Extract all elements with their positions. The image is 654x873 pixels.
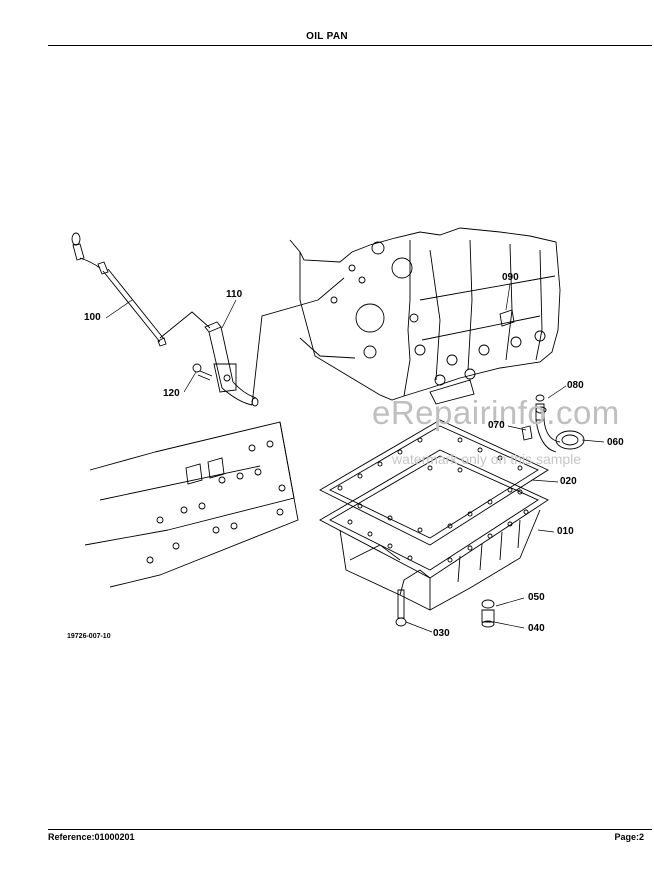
engine-block-part — [289, 227, 561, 405]
callout-080: 080 — [567, 380, 584, 391]
callout-030: 030 — [433, 628, 450, 639]
callout-090: 090 — [502, 272, 519, 283]
oil-strainer-part — [521, 394, 585, 453]
dipstick-guide-part — [204, 321, 259, 407]
drain-plug-part — [481, 599, 495, 628]
footer-rule — [48, 829, 652, 830]
callout-010: 010 — [557, 526, 574, 537]
footer-page-number: Page:2 — [614, 832, 644, 842]
dipstick-part — [71, 232, 167, 347]
callout-120: 120 — [163, 388, 180, 399]
callout-100: 100 — [84, 312, 101, 323]
oil-pan-part — [319, 449, 549, 611]
footer-reference: Reference:01000201 — [48, 832, 135, 842]
oil-pan-gasket-part — [319, 419, 549, 546]
callout-110: 110 — [226, 289, 243, 300]
watermark-text: eRepairinfo.com — [372, 394, 620, 431]
callout-070: 070 — [488, 420, 505, 431]
callout-040: 040 — [528, 623, 545, 634]
callout-050: 050 — [528, 592, 545, 603]
page-title: OIL PAN — [306, 31, 348, 42]
figure-reference: 19726-007-10 — [67, 633, 111, 640]
header-rule — [48, 45, 652, 46]
mounting-plate-part — [84, 421, 299, 588]
callout-020: 020 — [560, 476, 577, 487]
bolt-120-part — [192, 363, 213, 381]
callout-060: 060 — [607, 437, 624, 448]
watermark-subtext: watermark only on this sample — [392, 451, 582, 467]
